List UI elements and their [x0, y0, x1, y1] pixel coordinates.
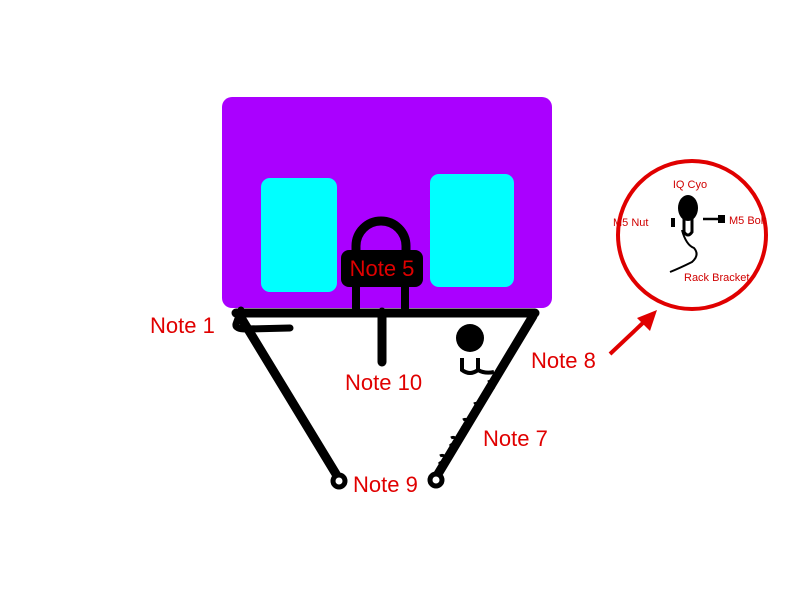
label-note1: Note 1: [150, 313, 215, 338]
arrow-icon: [608, 310, 657, 356]
label-note7: Note 7: [483, 426, 548, 451]
cyo-mount: [437, 324, 496, 465]
label-note10: Note 10: [345, 370, 422, 395]
detail-inset: IQ Cyo M5 Nut M5 Bolt Rack Bracket: [613, 159, 768, 311]
padlock-icon: [341, 216, 423, 312]
detail-bolt: M5 Bolt: [729, 215, 766, 227]
frame-lines: [231, 306, 540, 479]
detail-bracket: Rack Bracket: [684, 272, 749, 284]
label-note9: Note 9: [353, 472, 418, 497]
detail-title: IQ Cyo: [673, 179, 707, 191]
right-pivot: [427, 471, 445, 489]
right-window: [430, 174, 514, 287]
detail-nut: M5 Nut: [613, 217, 648, 229]
left-pivot: [330, 472, 348, 490]
label-note5: Note 5: [350, 256, 415, 281]
left-window: [261, 178, 337, 292]
label-note8: Note 8: [531, 348, 596, 373]
